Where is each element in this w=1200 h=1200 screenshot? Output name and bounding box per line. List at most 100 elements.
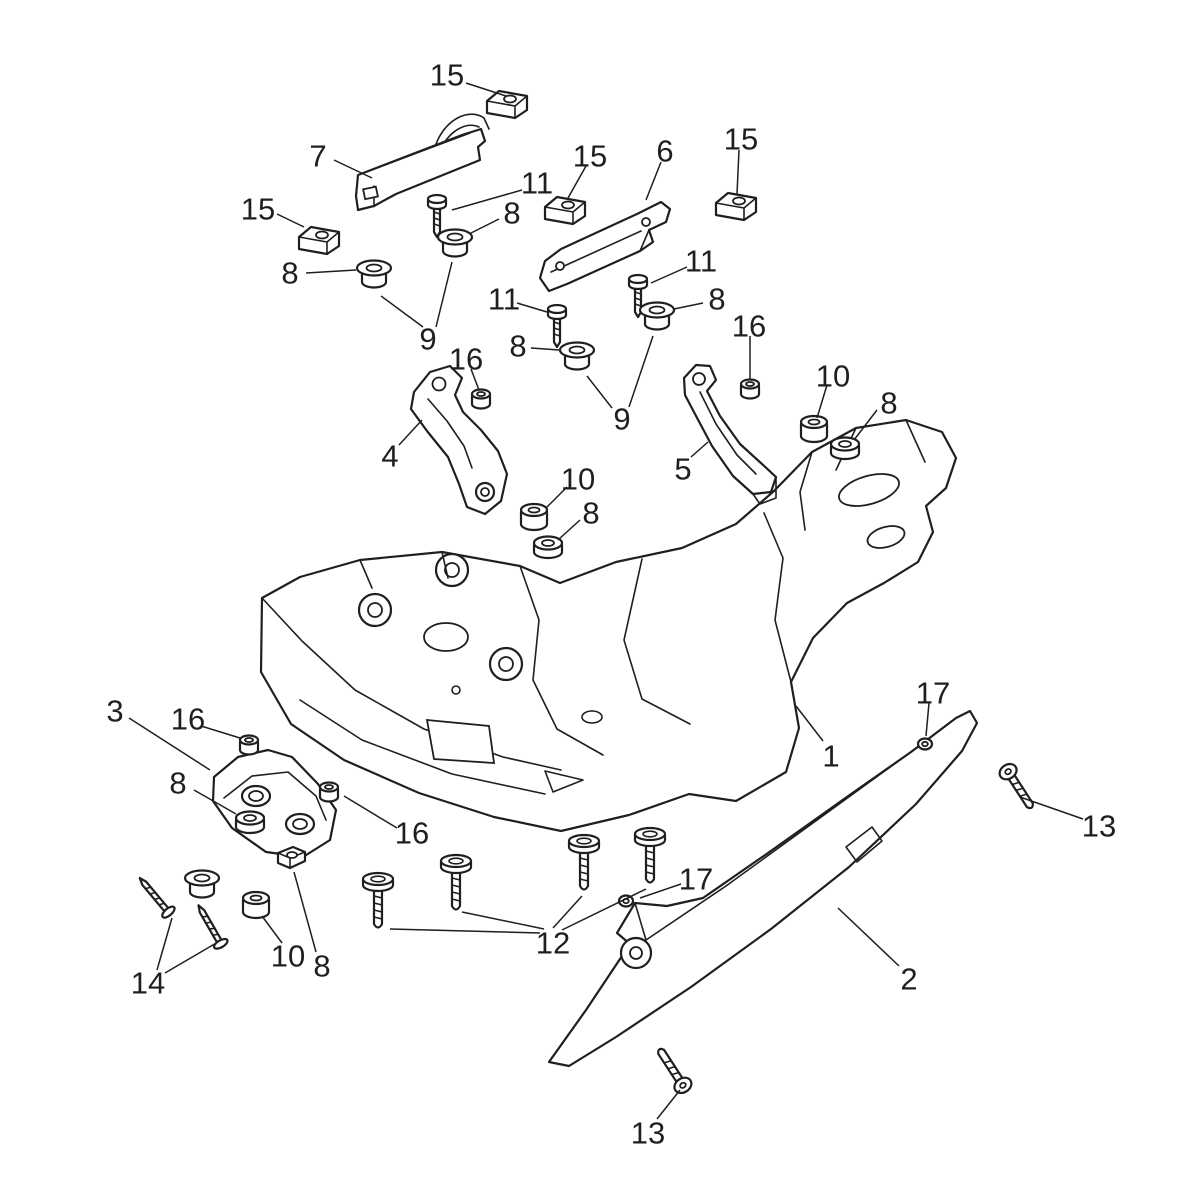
callout-label-17: 17 [679, 862, 713, 897]
part-11-screw [546, 303, 568, 349]
callout-label-8: 8 [169, 766, 186, 801]
leader-line [164, 941, 219, 974]
part-13-bolt [650, 1043, 696, 1098]
callout-label-14: 14 [131, 966, 165, 1001]
part-16-nut [739, 378, 761, 400]
part-10-spacer [519, 502, 549, 532]
leader-line [465, 82, 507, 97]
leader-line [853, 409, 878, 441]
leader-line [193, 789, 237, 815]
leader-line [552, 895, 583, 929]
leader-line [586, 375, 613, 409]
part-6-bracket [538, 200, 672, 293]
callout-label-10: 10 [816, 359, 850, 394]
leader-line [128, 717, 211, 771]
part-1-sump-guard [259, 418, 958, 833]
callout-label-10: 10 [271, 939, 305, 974]
callout-label-5: 5 [674, 452, 691, 487]
callout-label-10: 10 [561, 462, 595, 497]
leader-line [461, 911, 545, 930]
part-13-bolt [995, 759, 1041, 814]
leader-line [470, 368, 480, 391]
part-12-bolt [633, 826, 667, 884]
leader-line [925, 702, 930, 737]
callout-label-8: 8 [313, 949, 330, 984]
callout-label-9: 9 [419, 322, 436, 357]
leader-line [837, 907, 900, 967]
leader-line [200, 725, 241, 739]
part-16-nut [318, 781, 340, 803]
leader-line [561, 888, 647, 931]
callout-label-2: 2 [900, 962, 917, 997]
callout-label-7: 7 [309, 139, 326, 174]
leader-line [1019, 796, 1084, 820]
callout-label-16: 16 [732, 309, 766, 344]
callout-label-11: 11 [521, 166, 553, 201]
leader-line [435, 261, 453, 328]
callout-label-3: 3 [106, 694, 123, 729]
part-10-spacer [799, 414, 829, 444]
part-3-bracket [211, 748, 338, 859]
callout-label-6: 6 [656, 134, 673, 169]
callout-label-1: 1 [822, 739, 839, 774]
leader-line [650, 266, 688, 284]
leader-line [451, 189, 523, 211]
leader-line [276, 213, 305, 228]
part-17-washer [916, 737, 934, 751]
callout-label-13: 13 [1082, 809, 1116, 844]
leader-line [645, 161, 662, 201]
callout-label-8: 8 [708, 282, 725, 317]
leader-line [656, 1089, 681, 1120]
callout-label-16: 16 [395, 816, 429, 851]
part-10-spacer [241, 890, 271, 920]
leader-line [261, 915, 283, 944]
callout-label-12: 12 [536, 926, 570, 961]
part-7-mounting-rail [354, 113, 490, 212]
leader-line [530, 347, 560, 351]
part-15-clip [714, 191, 758, 222]
leader-line [398, 419, 423, 446]
callout-label-4: 4 [381, 439, 398, 474]
part-8-grommet [355, 259, 393, 289]
leader-line [333, 159, 373, 179]
leader-line [470, 218, 500, 234]
leader-line [816, 384, 828, 419]
part-8-grommet [183, 869, 221, 899]
leader-line [795, 705, 824, 742]
part-4-bracket [409, 364, 509, 516]
leader-line [156, 917, 173, 971]
leader-line [628, 335, 654, 408]
part-12-bolt [361, 871, 395, 929]
part-12-bolt [567, 833, 601, 891]
callout-label-13: 13 [631, 1116, 665, 1151]
leader-line [673, 302, 704, 310]
callout-label-9: 9 [613, 402, 630, 437]
callout-label-16: 16 [171, 702, 205, 737]
part-8-grommet [558, 341, 596, 371]
part-5-bracket [682, 363, 778, 505]
part-8-washer [829, 436, 861, 461]
part-16-nut [470, 388, 492, 410]
callout-label-8: 8 [880, 386, 897, 421]
callout-label-8: 8 [281, 256, 298, 291]
leader-line [557, 519, 581, 541]
part-15-clip [543, 195, 587, 226]
leader-line [293, 871, 317, 953]
part-12-bolt [439, 853, 473, 911]
callout-label-8: 8 [503, 196, 520, 231]
part-2-lower-panel [547, 709, 979, 1068]
leader-line [567, 165, 587, 199]
part-11-screws [426, 193, 649, 349]
leader-line [516, 302, 548, 313]
part-8-washer [234, 810, 266, 835]
part-15-clip [485, 89, 529, 120]
callout-label-11: 11 [488, 282, 520, 317]
leader-line [545, 486, 568, 509]
callout-label-8: 8 [582, 496, 599, 531]
callout-label-11: 11 [685, 244, 717, 279]
leader-line [343, 795, 398, 829]
leader-line [389, 928, 541, 934]
